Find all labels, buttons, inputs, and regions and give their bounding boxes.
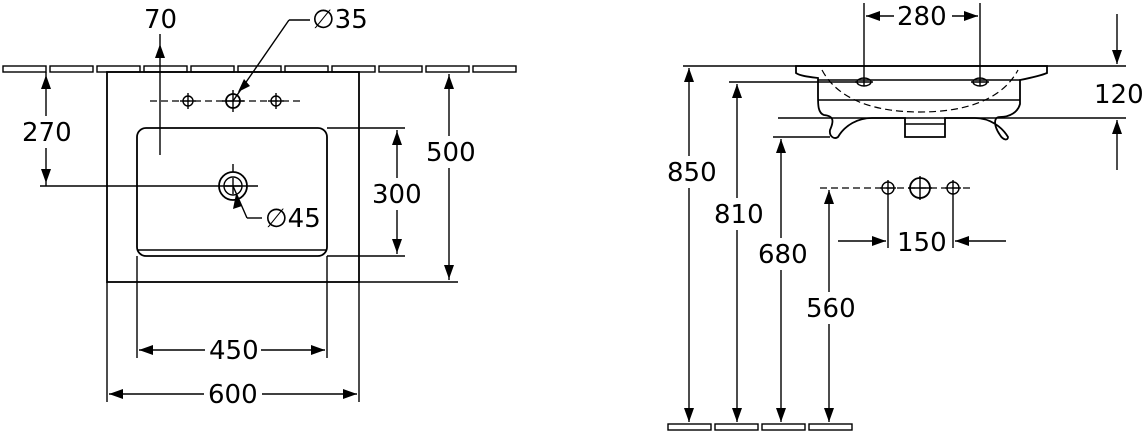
side-view: 280 120 850 810 680 bbox=[664, 1, 1143, 431]
dim-tap-hole-offset: 70 bbox=[144, 5, 177, 35]
tap-holes bbox=[150, 90, 300, 112]
dim-bowl-offset: 270 bbox=[22, 118, 72, 148]
fixing-holes bbox=[855, 77, 989, 87]
dim-tap-hole-diameter: ∅35 bbox=[312, 5, 368, 35]
waste-outlet bbox=[218, 164, 248, 201]
dim-fixing-spacing: 280 bbox=[897, 2, 947, 32]
bowl-outline bbox=[136, 127, 328, 257]
dim-overall-width: 600 bbox=[208, 380, 258, 410]
dim-underside-height: 680 bbox=[758, 240, 808, 270]
basin-profile bbox=[795, 65, 1048, 141]
basin-outline bbox=[106, 71, 360, 283]
dim-tap-height: 560 bbox=[806, 294, 856, 324]
dim-waste-diameter: ∅45 bbox=[265, 204, 321, 234]
top-view: 70 ∅35 270 300 500 ∅45 bbox=[2, 5, 517, 410]
tap-holes-side bbox=[820, 176, 970, 200]
dim-rim-thickness: 120 bbox=[1094, 80, 1143, 110]
dim-rim-height: 850 bbox=[667, 158, 717, 188]
dim-fixing-height: 810 bbox=[714, 200, 764, 230]
floor-tiles bbox=[667, 423, 853, 431]
dim-overall-depth: 500 bbox=[426, 138, 476, 168]
dim-bowl-depth: 300 bbox=[372, 180, 422, 210]
dim-tap-spacing: 150 bbox=[897, 228, 947, 258]
dim-bowl-width: 450 bbox=[209, 336, 259, 366]
